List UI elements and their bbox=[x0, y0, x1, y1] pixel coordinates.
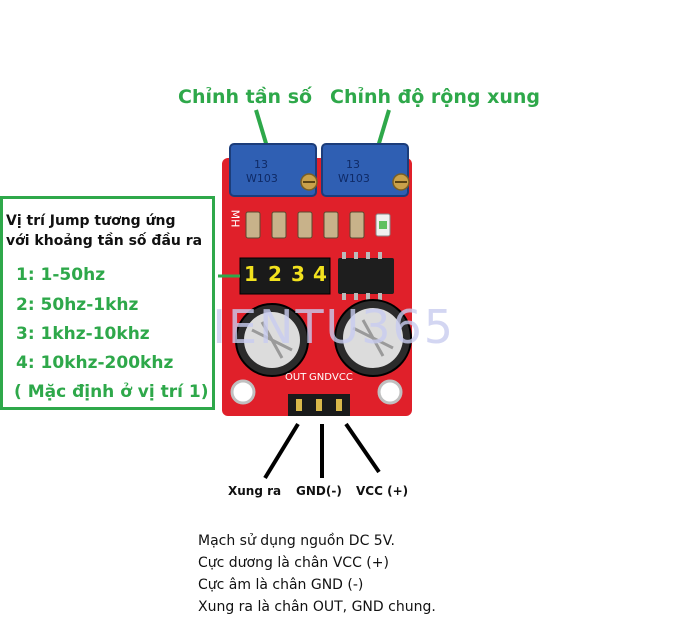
pin-label-vcc: VCC (+) bbox=[356, 484, 409, 498]
pin-label-gnd: GND(-) bbox=[296, 484, 342, 498]
pot-mark-left-13: 13 bbox=[254, 158, 268, 171]
note-line-3: Cực âm là chân GND (-) bbox=[198, 577, 364, 593]
pin-label-out: Xung ra bbox=[228, 484, 282, 498]
jump-info-box bbox=[0, 196, 215, 410]
out-pointer bbox=[263, 422, 300, 480]
silk-out: OUT bbox=[285, 372, 307, 383]
pot-mark-right-13: 13 bbox=[346, 158, 360, 171]
pot-mark-right-w103: W103 bbox=[338, 172, 370, 185]
watermark: DIENTU365 bbox=[175, 300, 456, 354]
range-item-3: 3: 1khz-10khz bbox=[16, 324, 150, 344]
jumper-number-2: 2 bbox=[268, 262, 282, 286]
silk-mh: MH bbox=[228, 209, 242, 228]
freq-adjust-label: Chỉnh tần số bbox=[178, 86, 313, 108]
mount-hole-left bbox=[230, 379, 256, 405]
range-item-2: 2: 50hz-1khz bbox=[16, 295, 139, 315]
notes-block: Mạch sử dụng nguồn DC 5V. Cực dương là c… bbox=[198, 530, 436, 618]
jumper-header bbox=[239, 257, 331, 295]
jumper-number-1: 1 bbox=[244, 262, 258, 286]
pot-mark-left-w103: W103 bbox=[246, 172, 278, 185]
note-line-4: Xung ra là chân OUT, GND chung. bbox=[198, 599, 436, 615]
jump-title-line2: với khoảng tần số đầu ra bbox=[6, 233, 203, 249]
jump-title-line1: Vị trí Jump tương ứng bbox=[6, 213, 176, 229]
note-line-1: Mạch sử dụng nguồn DC 5V. bbox=[198, 533, 395, 549]
note-line-2: Cực dương là chân VCC (+) bbox=[198, 555, 389, 571]
capacitor-right bbox=[334, 299, 412, 377]
range-default-note: ( Mặc định ở vị trí 1) bbox=[14, 382, 209, 402]
range-item-4: 4: 10khz-200khz bbox=[16, 353, 174, 373]
ic-chip bbox=[338, 258, 394, 294]
jumper-number-4: 4 bbox=[313, 262, 327, 286]
capacitor-left bbox=[235, 303, 309, 377]
range-item-1: 1: 1-50hz bbox=[16, 265, 106, 285]
jump-box-title: Vị trí Jump tương ứng với khoảng tần số … bbox=[6, 211, 202, 251]
pot-width bbox=[321, 143, 410, 197]
mount-hole-right bbox=[377, 379, 403, 405]
silk-gnd: GND bbox=[309, 372, 332, 383]
width-adjust-label: Chỉnh độ rộng xung bbox=[330, 86, 540, 108]
silk-vcc: VCC bbox=[332, 372, 353, 383]
jumper-number-3: 3 bbox=[291, 262, 305, 286]
vcc-pointer bbox=[344, 422, 381, 474]
pot-frequency bbox=[229, 143, 318, 197]
